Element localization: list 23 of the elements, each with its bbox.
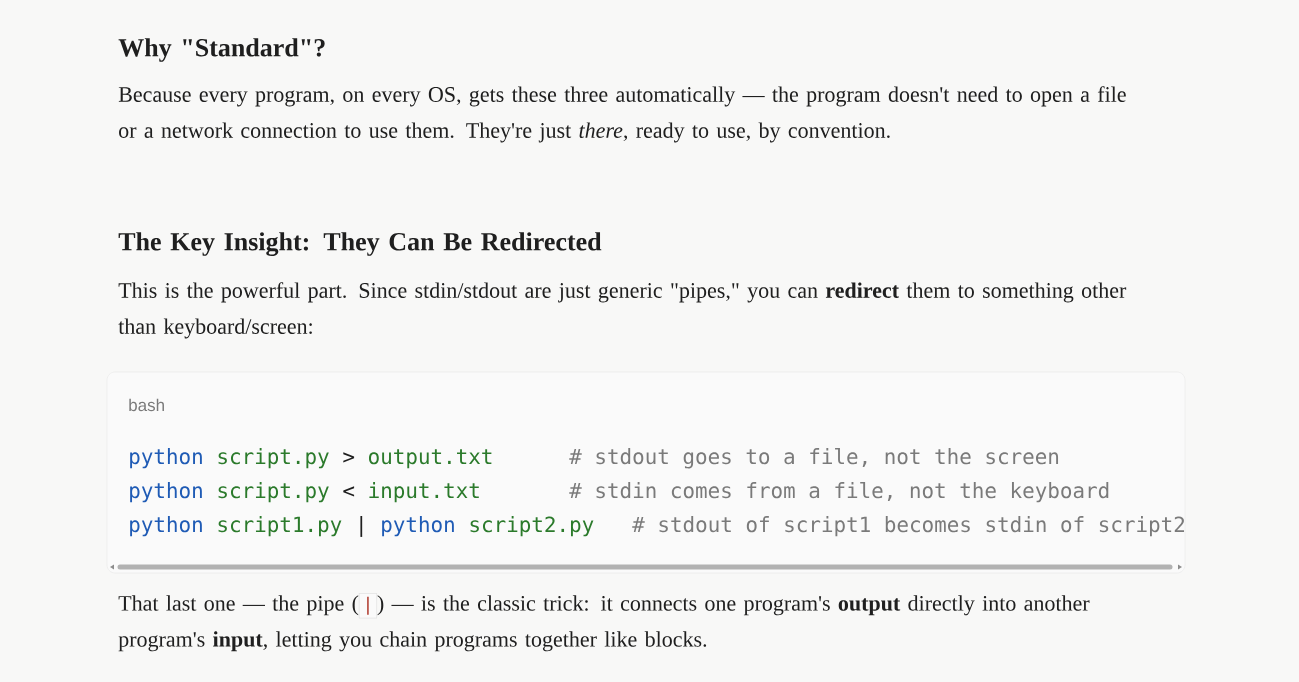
code-comment: # stdin comes from a file, not the keyboard: [569, 482, 1109, 503]
code-filename: script2.py: [470, 516, 594, 537]
heading: The Key Insight: They Can Be Redirected: [118, 232, 602, 256]
code-operator: <: [343, 486, 355, 497]
code-comment: # stdout of script1 becomes stdin of script2: [632, 516, 1184, 537]
code-filename: script1.py: [218, 516, 342, 537]
code-comment: # stdout goes to a file, not the screen: [569, 448, 1059, 469]
code-operator: >: [343, 452, 355, 463]
heading: Why "Standard"?: [118, 38, 325, 62]
code-keyword: python: [382, 516, 454, 537]
paragraph: This is the powerful part. Since stdin/stdout are just generic "pipes," you can redirect them to something other than keyboard/screen:: [118, 282, 1127, 339]
code-keyword: python: [130, 516, 202, 537]
code-keyword: python: [130, 448, 202, 469]
code-keyword: python: [130, 482, 202, 503]
code-operator: |: [360, 516, 363, 537]
code-filename: output.txt: [369, 449, 492, 469]
paragraph: That last one — the pipe ( | ) — is the classic trick: it connects one program's output directly into another program's input, letting you chain programs together like blocks.: [118, 593, 1090, 652]
code-filename: script.py: [218, 482, 329, 503]
paragraph: Because every program, on every OS, gets these three automatically — the program doesn't need to open a file or a network connection to use them. They're just there, ready to use, by convention.: [118, 86, 1126, 143]
code-filename: script.py: [218, 448, 329, 469]
language-label: bash: [129, 398, 164, 412]
code-filename: input.txt: [369, 482, 479, 503]
inline-code: |: [358, 593, 378, 619]
